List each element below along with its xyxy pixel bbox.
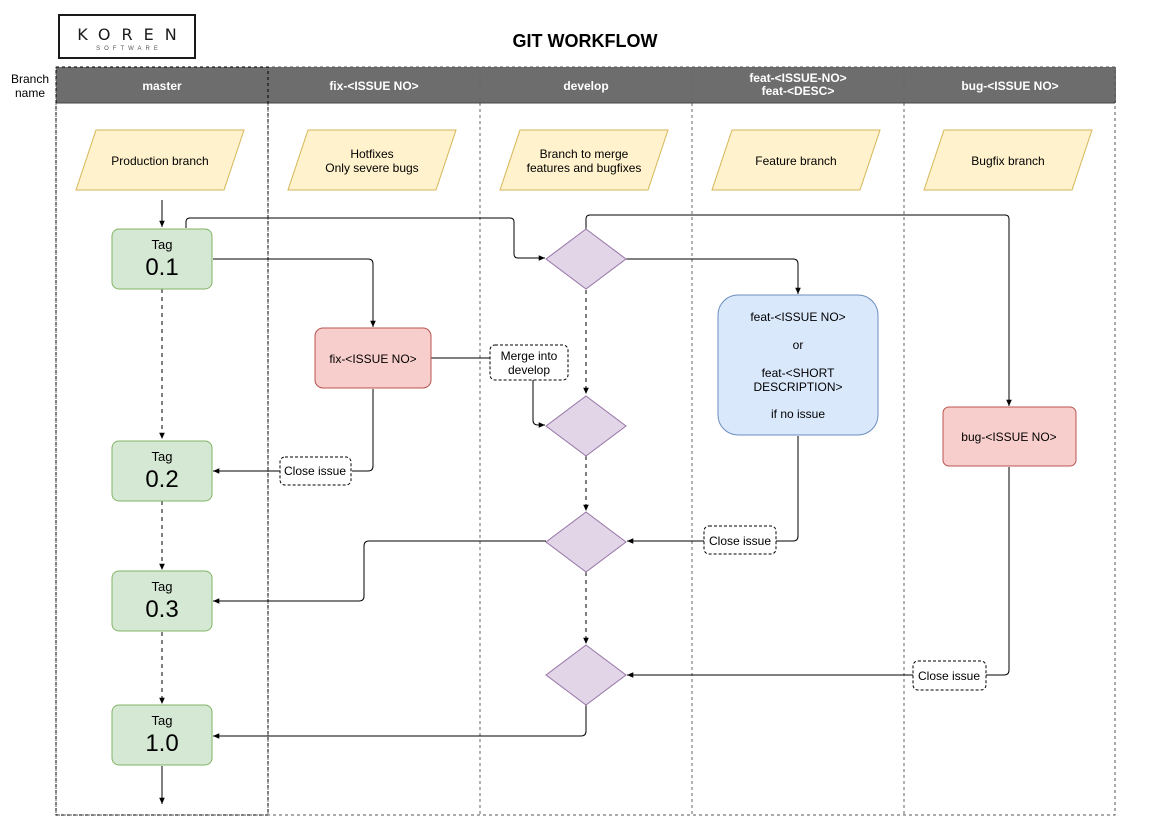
merge-into-develop-note: Merge into develop bbox=[489, 344, 569, 381]
tag-label-3: Tag bbox=[152, 713, 173, 728]
feature-line4: DESCRIPTION> bbox=[753, 380, 842, 394]
close-issue-bug: Close issue bbox=[918, 669, 980, 683]
tag-box-3 bbox=[111, 704, 213, 766]
arrow-d3-to-tag03 bbox=[213, 540, 546, 604]
lane-header-1-line-0: fix-<ISSUE NO> bbox=[329, 79, 418, 93]
lane-headers: master fix-<ISSUE NO> develop feat-<ISSUE-N… bbox=[56, 67, 1116, 103]
develop-merge-points bbox=[545, 228, 627, 706]
branch-name-line2: name bbox=[14, 86, 46, 100]
merge-diamond-3 bbox=[545, 511, 627, 573]
koren-logo: KOREN SOFTWARE bbox=[58, 14, 196, 59]
logo-word: KOREN bbox=[77, 25, 188, 44]
arrow-develop-to-bug bbox=[585, 214, 1012, 406]
lane-header-3-line-0: feat-<ISSUE-NO> bbox=[749, 71, 846, 85]
branch-description-shape-4 bbox=[923, 129, 1093, 191]
branch-description-4-line-0: Bugfix branch bbox=[971, 154, 1044, 168]
branch-description-1-line-1: Only severe bugs bbox=[325, 161, 418, 175]
feature-line2: or bbox=[793, 338, 804, 352]
lane-header-bg-3 bbox=[692, 67, 904, 103]
fix-branch-box: fix-<ISSUE NO> bbox=[314, 327, 432, 389]
branch-description-1-line-0: Hotfixes bbox=[350, 147, 393, 161]
tag-box-0 bbox=[111, 228, 213, 290]
tag-label-0: Tag bbox=[152, 237, 173, 252]
tag-box-2 bbox=[111, 570, 213, 632]
close-issue-notes: Close issue Close issue Close issue bbox=[279, 456, 987, 691]
merge-note-line2: develop bbox=[508, 363, 550, 377]
lane-header-bg-4 bbox=[904, 67, 1116, 103]
merge-diamond-1 bbox=[545, 228, 627, 290]
lane-header-4-line-0: bug-<ISSUE NO> bbox=[961, 79, 1058, 93]
branch-name-line1: Branch bbox=[10, 72, 50, 86]
lane-header-bg-1 bbox=[268, 67, 480, 103]
close-issue-feature: Close issue bbox=[709, 534, 771, 548]
tag-version-1: 0.2 bbox=[145, 466, 178, 493]
tag-version-0: 0.1 bbox=[145, 254, 178, 281]
arrow-master-to-develop bbox=[185, 217, 545, 261]
arrow-d4-to-tag10 bbox=[213, 705, 587, 739]
branch-description-shape-1 bbox=[287, 129, 457, 191]
close-issue-fix: Close issue bbox=[284, 464, 346, 478]
branch-description-0-line-0: Production branch bbox=[111, 154, 208, 168]
branch-name-label: Branch name bbox=[4, 72, 56, 100]
feature-branch-box: feat-<ISSUE NO> or feat-<SHORT DESCRIPTI… bbox=[717, 294, 879, 436]
feature-line3: feat-<SHORT bbox=[762, 366, 835, 380]
logo-sub: SOFTWARE bbox=[96, 46, 162, 52]
line-fix-to-close bbox=[352, 389, 374, 472]
arrow-merge-to-diamond2 bbox=[532, 380, 545, 428]
lane-header-bg-2 bbox=[480, 67, 692, 103]
tag-version-3: 1.0 bbox=[145, 730, 178, 757]
bug-box-label: bug-<ISSUE NO> bbox=[961, 430, 1056, 444]
lane-header-0-line-0: master bbox=[142, 79, 182, 93]
tag-version-2: 0.3 bbox=[145, 596, 178, 623]
feature-line1: feat-<ISSUE NO> bbox=[750, 310, 845, 324]
lane-header-2-line-0: develop bbox=[563, 79, 608, 93]
lane-borders bbox=[55, 66, 1116, 816]
branch-description-2-line-0: Branch to merge bbox=[540, 147, 629, 161]
lane-header-3-line-1: feat-<DESC> bbox=[762, 84, 835, 98]
branch-description-shape-0 bbox=[75, 129, 245, 191]
feature-line5: if no issue bbox=[771, 407, 825, 421]
merge-diamond-2 bbox=[545, 395, 627, 457]
line-feature-to-close bbox=[776, 436, 799, 542]
connectors bbox=[159, 200, 1012, 804]
lane-header-bg-0 bbox=[56, 67, 268, 103]
bug-branch-box: bug-<ISSUE NO> bbox=[942, 406, 1077, 467]
branch-description-shape-2 bbox=[499, 129, 669, 191]
branch-description-2-line-1: features and bugfixes bbox=[527, 161, 642, 175]
page-title: GIT WORKFLOW bbox=[512, 31, 658, 51]
merge-note-line1: Merge into bbox=[501, 349, 558, 363]
tag-label-1: Tag bbox=[152, 449, 173, 464]
branch-description-shape-3 bbox=[711, 129, 881, 191]
fix-box-label: fix-<ISSUE NO> bbox=[329, 352, 416, 366]
merge-diamond-4 bbox=[545, 644, 627, 706]
branch-description-3-line-0: Feature branch bbox=[755, 154, 836, 168]
line-bug-to-close bbox=[986, 467, 1010, 676]
tag-box-1 bbox=[111, 440, 213, 502]
arrow-tag01-to-fix bbox=[213, 258, 376, 327]
tag-label-2: Tag bbox=[152, 579, 173, 594]
arrow-develop-to-feature bbox=[626, 258, 801, 294]
